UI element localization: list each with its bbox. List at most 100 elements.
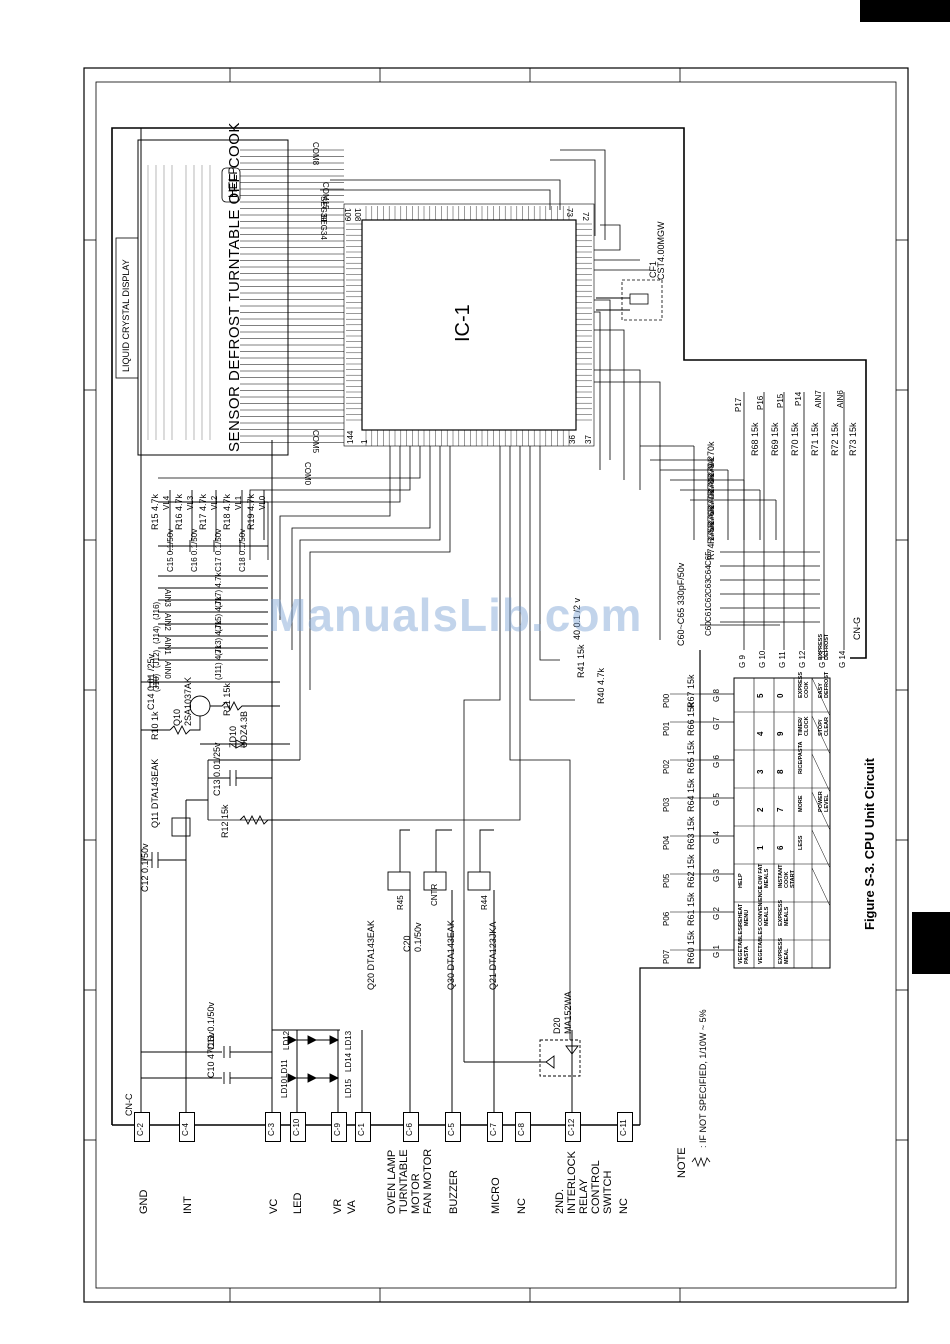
right-resistor-r73: R73 15k [848, 422, 858, 456]
cn-g-header: CN-G [852, 617, 862, 640]
key-resistor-3: R62 15k [686, 854, 696, 888]
watermark: ManualsLib.com [268, 589, 643, 641]
lcd-seg34: SEG34 [319, 214, 328, 240]
g-pin-9: G 9 [738, 655, 747, 668]
cap-c16: C16 0.1/50v [190, 528, 199, 572]
cn-c-pin-box [290, 1112, 306, 1142]
signal-micro: MICRO [490, 1177, 502, 1214]
transistor-q11: Q11 DTA143EAK [150, 758, 160, 828]
right-resistor-r69: R69 15k [770, 422, 780, 456]
cn-c-pin-1: C-2 [136, 1123, 145, 1136]
signal-int: INT [182, 1196, 194, 1214]
diode-zd10: ZD10 UDZ4.3B [228, 710, 249, 748]
key-port-4: P04 [662, 835, 671, 850]
vli-2: VL2 [210, 495, 219, 510]
keypad-key: 3 [756, 769, 765, 774]
key-port-8: P00 [662, 693, 671, 708]
signal-vr: VR [332, 1198, 344, 1214]
keypad-key: EXPRESS MEAL [778, 938, 790, 964]
g-pin-3: G 3 [712, 869, 721, 882]
cap-c65: C65 [704, 551, 713, 566]
ic-pin-109: 109 [343, 208, 352, 222]
cn-c-pin-box [445, 1112, 461, 1142]
right-port-p16: P16 [756, 395, 765, 410]
signal-va: VA [346, 1200, 358, 1214]
vli-3: VL1 [234, 495, 243, 510]
cap-c12: C12 0.1/50v [140, 843, 150, 892]
key-resistor-4: R63 15k [686, 816, 696, 850]
signal-control: CONTROL [590, 1160, 602, 1214]
keypad-key: LESS [798, 835, 804, 850]
keypad-key: 7 [776, 807, 785, 812]
res-r17: R17 4.7k [198, 493, 208, 530]
cn-c-pin-box [487, 1112, 503, 1142]
cap-c15: C15 0.1/50v [166, 528, 175, 572]
cn-c-pin-8: C-5 [447, 1123, 456, 1136]
keypad-key: TIMER/ CLOCK [798, 716, 810, 736]
key-port-2: P06 [662, 911, 671, 926]
res-r19: R19 4.7k [246, 493, 256, 530]
cn-c-pin-2: C-4 [181, 1123, 190, 1136]
g-pin-7: G 7 [712, 717, 721, 730]
key-port-5: P03 [662, 797, 671, 812]
lcd-com8: COM8 [311, 142, 320, 166]
ain-2: AIN2 [163, 613, 172, 631]
signal-turntable: TURNTABLE [398, 1149, 410, 1214]
key-port-7: P01 [662, 721, 671, 736]
signal-fan-motor: FAN MOTOR [422, 1148, 434, 1214]
cn-c-pin-box [403, 1112, 419, 1142]
keypad-key: EXPRESS DEFROST [818, 633, 830, 660]
signal-vc: VC [268, 1198, 280, 1214]
keypad-key: LOW FAT MEALS [758, 863, 770, 888]
res-r40: R40 4.7k [596, 667, 606, 704]
g-pin-6: G 6 [712, 755, 721, 768]
key-port-6: P02 [662, 759, 671, 774]
page-tab-top-right [860, 0, 950, 22]
g-pin-5: G 5 [712, 793, 721, 806]
cn-c-pin-4: C-10 [292, 1118, 301, 1136]
g-pin-2: G 2 [712, 907, 721, 920]
key-resistor-5: R64 15k [686, 778, 696, 812]
cn-c-header: CN-C [124, 1093, 134, 1117]
signal-2nd: 2ND. [554, 1188, 566, 1214]
keypad-key: EXPRESS COOK [798, 672, 810, 698]
transistor-q10: Q10 2SA1037AK [172, 676, 193, 726]
ic-pin-72: 72 [581, 212, 590, 221]
vli-0: VL4 [162, 495, 171, 510]
ain-3: AIN3 [163, 589, 172, 607]
cn-c-pin-7: C-6 [405, 1123, 414, 1136]
ic-pin-37: 37 [584, 435, 593, 444]
ain-1: AIN1 [163, 637, 172, 655]
signal-motor: MOTOR [410, 1173, 422, 1214]
keypad-key: 9 [776, 731, 785, 736]
g-pin-14: G 14 [838, 650, 847, 668]
cntr-label: CNTR [430, 883, 439, 906]
keypad-key: MORE [798, 795, 804, 813]
keypad-unused-diag [811, 791, 831, 831]
signal-nc-2: NC [618, 1198, 630, 1214]
keypad-key: VEGETABLES/ PASTA [738, 925, 750, 964]
key-port-1: P07 [662, 949, 671, 964]
keypad-key: INSTANT COOK START [778, 864, 796, 888]
keypad-key: CONVENIENCE MEALS [758, 885, 770, 926]
right-resistor-r68: R68 15k [750, 422, 760, 456]
res-r15: R15 4.7k [150, 493, 160, 530]
jumper-2: (J12) [152, 649, 161, 668]
keypad-unused-diag [811, 677, 831, 717]
keypad-key: EASY DEFROST [818, 671, 830, 698]
cap-c60-65-value: C60~C65 330pF/50v [676, 562, 686, 646]
note-text: : IF NOT SPECIFIED, 1/10W ~ 5% [698, 1009, 708, 1148]
transistor-q30: Q30 DTA143EAK [446, 920, 456, 990]
res-r44: R44 [480, 895, 489, 910]
ic-pin-1: 1 [360, 439, 369, 444]
ic-pin-36: 36 [568, 435, 577, 444]
g-pin-1: G 1 [712, 945, 721, 958]
cn-c-pin-6: C-1 [357, 1123, 366, 1136]
keypad-key: 5 [756, 693, 765, 698]
jumper-7: (J17) 4.7k [214, 572, 223, 608]
right-resistor-r70: R70 15k [790, 422, 800, 456]
lcd-title: LIQUID CRYSTAL DISPLAY [121, 259, 131, 372]
led-ld11: LD11 [280, 1059, 289, 1078]
page-tab-side-right [912, 912, 950, 974]
